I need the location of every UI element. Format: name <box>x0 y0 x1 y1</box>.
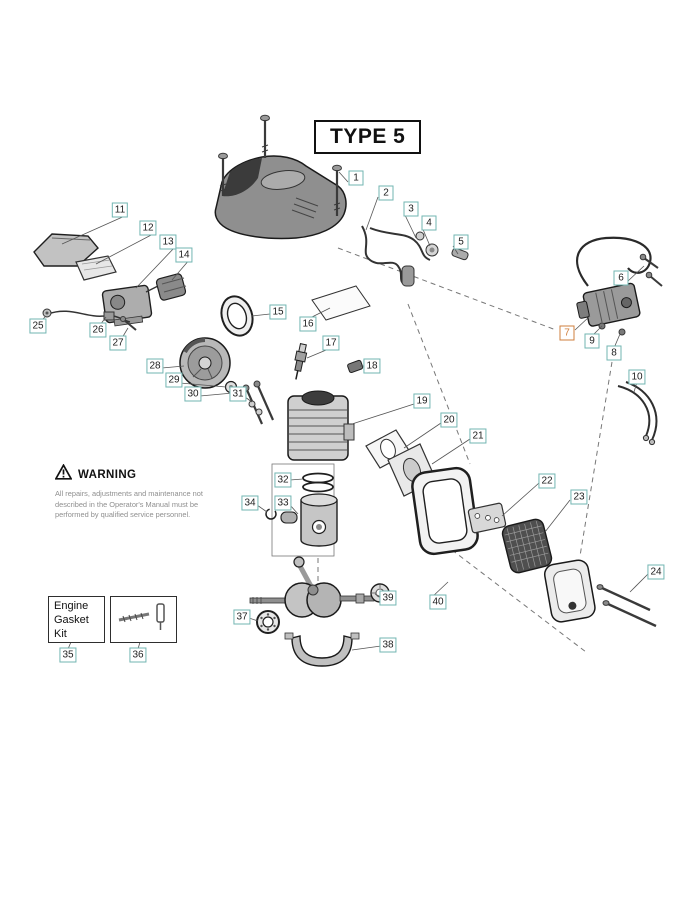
piston-rings <box>302 472 334 493</box>
warning-block: WARNING All repairs, adjustments and mai… <box>54 463 213 521</box>
callout-38: 38 <box>379 637 397 653</box>
callout-21: 21 <box>469 428 487 444</box>
callout-10: 10 <box>628 369 646 385</box>
callout-40: 40 <box>429 594 447 610</box>
intake-boot <box>155 273 187 301</box>
fuel-filter <box>401 231 469 287</box>
callout-19: 19 <box>413 393 431 409</box>
cylinder-shield <box>501 518 553 574</box>
gasket-sheet <box>311 285 371 321</box>
carburetor <box>101 284 159 327</box>
callout-32: 32 <box>274 472 292 488</box>
callout-16: 16 <box>299 316 317 332</box>
air-filter-cover <box>33 233 99 267</box>
callout-5: 5 <box>453 234 469 250</box>
crankcase-half <box>284 632 360 667</box>
cover-screws <box>218 114 342 216</box>
crank-bearing-left <box>256 610 280 634</box>
fuel-lines <box>361 225 431 285</box>
cylinder <box>287 390 355 461</box>
muffler-gasket <box>220 295 254 337</box>
throttle-linkage <box>42 308 137 331</box>
flywheel <box>179 337 238 394</box>
callout-9: 9 <box>584 333 600 349</box>
callout-11: 11 <box>111 202 129 218</box>
callout-34: 34 <box>241 495 259 511</box>
terminal-block <box>347 359 364 374</box>
callout-28: 28 <box>146 358 164 374</box>
muffler <box>543 559 596 623</box>
callout-26: 26 <box>89 322 107 338</box>
engine-gasket-kit-parts-box <box>110 596 177 643</box>
callout-3: 3 <box>403 201 419 217</box>
engine-cover <box>214 155 347 240</box>
crankshaft <box>249 582 375 618</box>
callout-37: 37 <box>233 609 251 625</box>
callout-6: 6 <box>613 270 629 286</box>
callout-13: 13 <box>159 234 177 250</box>
callout-35: 35 <box>59 647 77 663</box>
callout-23: 23 <box>570 489 588 505</box>
muffler-bolts <box>596 584 657 628</box>
callout-4: 4 <box>421 215 437 231</box>
spark-plug <box>294 343 308 380</box>
callout-15: 15 <box>269 304 287 320</box>
wrist-pin <box>280 511 298 524</box>
warning-title: WARNING <box>78 468 137 481</box>
callout-36: 36 <box>129 647 147 663</box>
gasket-kit-parts-icon <box>115 598 173 641</box>
circlip <box>265 508 277 520</box>
air-filter <box>75 255 117 281</box>
callout-14: 14 <box>175 247 193 263</box>
ignition-wires <box>617 381 658 446</box>
cylinder-screws <box>242 380 275 425</box>
callout-25: 25 <box>29 318 47 334</box>
callout-27: 27 <box>109 335 127 351</box>
ignition-module <box>576 236 663 336</box>
callout-8: 8 <box>606 345 622 361</box>
callout-1: 1 <box>348 170 364 186</box>
callout-30: 30 <box>184 386 202 402</box>
engine-gasket-kit-label-box: Engine Gasket Kit <box>48 596 105 643</box>
warning-text: All repairs, adjustments and maintenance… <box>55 489 203 520</box>
type-label: TYPE 5 <box>314 120 422 154</box>
ignition-screws <box>598 253 663 336</box>
callout-12: 12 <box>139 220 157 236</box>
warning-icon <box>54 463 73 485</box>
callout-22: 22 <box>538 473 556 489</box>
callout-24: 24 <box>647 564 665 580</box>
callout-33: 33 <box>274 495 292 511</box>
callout-17: 17 <box>322 335 340 351</box>
callout-20: 20 <box>440 412 458 428</box>
callout-7: 7 <box>559 325 575 341</box>
callout-2: 2 <box>378 185 394 201</box>
callout-39: 39 <box>379 590 397 606</box>
airbox-frame <box>411 466 479 556</box>
callout-18: 18 <box>363 358 381 374</box>
callout-29: 29 <box>165 372 183 388</box>
piston <box>300 493 338 547</box>
cylinder-gasket <box>365 429 411 469</box>
callout-31: 31 <box>229 386 247 402</box>
